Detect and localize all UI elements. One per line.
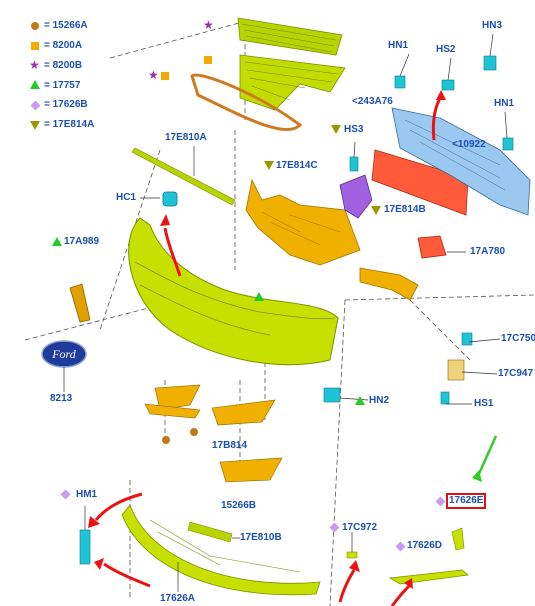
label-hn2[interactable]: HN2 [369,395,390,406]
triangle-up-marker-icon [355,396,365,406]
star-marker-icon: ★ [203,18,214,32]
triangle-down-marker-icon [264,161,274,171]
legend-triangle-down-icon [30,121,40,131]
trim-screws [162,428,198,444]
label-hn1[interactable]: HN1 [388,40,409,51]
triangle-down-marker-icon [331,125,341,135]
legend-triangle-up-icon [30,80,40,90]
clip-17c750 [461,332,473,346]
label-17c750[interactable]: 17C750 [501,333,535,344]
label-17c947[interactable]: 17C947 [498,368,534,379]
clip-hn1-right [502,137,514,151]
legend-item: = 8200A [44,40,83,51]
red-arrowheads [88,90,446,589]
clip-hn3 [483,55,497,71]
bracket-17e814b [339,174,373,219]
clip-hn2 [323,387,341,403]
callout-lines [63,33,508,592]
legend-item: = 17626B [44,99,88,110]
red-arrows [94,97,442,606]
label-17a780[interactable]: 17A780 [470,246,506,257]
clip-hc1 [162,191,178,207]
label-17b814[interactable]: 17B814 [212,440,248,451]
legend-star-icon: ★ [29,58,40,72]
green-arrow [472,435,498,482]
label-17c972[interactable]: 17C972 [342,522,378,533]
legend-square-icon [30,41,40,51]
bezel-17a989 [69,283,91,323]
label-hc1[interactable]: HC1 [116,192,137,203]
upper-grille-2 [239,54,346,111]
diamond-marker-icon [60,489,70,499]
label-17e810a[interactable]: 17E810A [165,132,207,143]
grille-trim-ring [190,73,303,131]
label-17626a[interactable]: 17626A [160,593,196,604]
label-hs2[interactable]: HS2 [436,44,456,55]
bracket-17c947 [447,359,465,381]
diamond-marker-icon [329,522,339,532]
legend-circle-icon [30,21,40,31]
diamond-marker-icon [395,541,405,551]
label-hs3[interactable]: HS3 [344,124,364,135]
strip-17e810b [187,521,233,543]
label-243a76[interactable]: <243A76 [352,96,393,107]
label-hm1[interactable]: HM1 [76,489,98,500]
reinforcement-bar [371,149,469,216]
fog-trim-17b814 [211,399,276,426]
triangle-up-marker-icon [254,292,264,302]
clip-17c972 [346,551,358,559]
fog-trim-15266b [219,457,283,483]
strip-17e810a [131,147,236,206]
diamond-marker-icon [435,496,445,506]
clip-hn1-top [394,75,406,89]
side-absorber [359,267,419,301]
label-17a989[interactable]: 17A989 [64,236,100,247]
trim-17626d [388,569,469,585]
lower-valance-17626a [121,504,321,596]
star-marker-icon: ★ [148,68,159,82]
ford-logo-text: Ford [51,347,77,361]
label-17e814c[interactable]: 17E814C [276,160,318,171]
blue-bracket [391,107,531,216]
label-8213[interactable]: 8213 [50,393,73,404]
square-marker-icon [160,71,170,81]
bracket-17a780 [417,235,447,259]
label-hn3[interactable]: HN3 [482,20,503,31]
clip-hm1 [79,529,91,565]
legend-item: = 17757 [44,80,81,91]
legend-diamond-icon [30,100,40,110]
screw-hs3 [349,156,359,172]
legend-item: = 8200B [44,60,83,71]
legend-item: = 17E814A [44,119,95,130]
bumper-cover [128,217,339,366]
ford-logo: Ford [41,340,87,368]
bracket-17626e [451,527,465,551]
triangle-down-marker-icon [371,206,381,216]
label-hn1-right[interactable]: HN1 [494,98,515,109]
label-17e810b[interactable]: 17E810B [240,532,282,543]
label-17626d[interactable]: 17626D [407,540,443,551]
upper-grille-1 [237,17,343,56]
fog-trim-left [144,384,201,419]
screw-hs1 [440,391,450,405]
label-15266b[interactable]: 15266B [221,500,257,511]
label-hs1[interactable]: HS1 [474,398,494,409]
square-marker-icon [203,55,213,65]
legend-item: = 15266A [44,20,88,31]
label-10922[interactable]: <10922 [452,139,486,150]
clip-hs2 [441,79,455,91]
absorber-17e814c [245,178,361,266]
label-17e814b[interactable]: 17E814B [384,204,426,215]
label-17626e-highlighted[interactable]: 17626E [445,493,487,509]
triangle-up-marker-icon [52,237,62,247]
